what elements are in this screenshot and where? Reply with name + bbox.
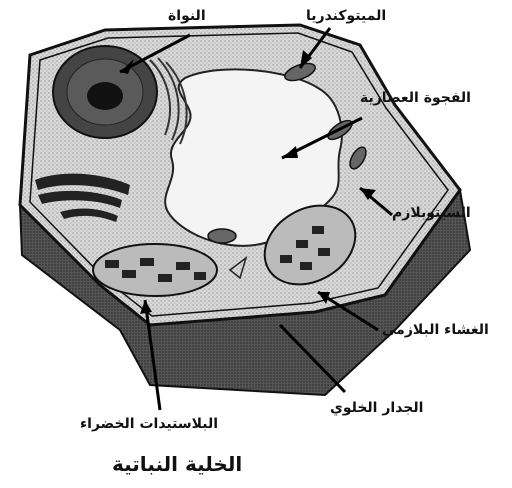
label-vacuole: الفجوة العصارية	[360, 90, 471, 106]
label-nucleus: النواة	[168, 8, 206, 24]
nucleolus	[87, 82, 123, 110]
label-plasma-membrane: الغشاء البلازمي	[382, 322, 489, 338]
label-chloroplasts: البلاستيدات الخضراء	[80, 416, 218, 432]
diagram-title: الخلية النباتية	[112, 452, 242, 476]
label-cytoplasm: السيتوبلازم	[392, 205, 471, 221]
label-cell-wall: الجدار الخلوي	[330, 400, 423, 416]
label-mitochondria: الميتوكندريا	[306, 8, 386, 24]
